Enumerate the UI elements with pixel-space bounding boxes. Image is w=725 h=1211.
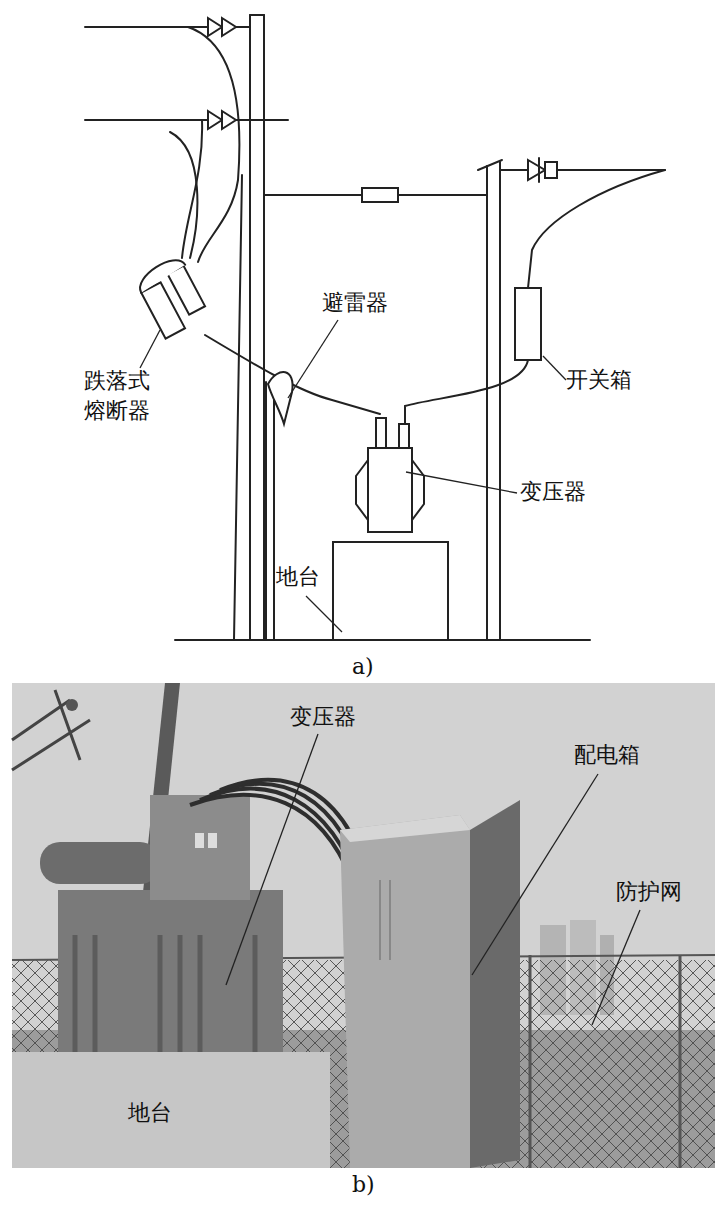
- leader-lines: [226, 734, 640, 1025]
- leader-lines: [140, 320, 566, 632]
- pole-drawing: [85, 15, 665, 640]
- part-label: 地台: [128, 1098, 172, 1128]
- subfigure-label: a): [352, 652, 374, 682]
- part-label: 配电箱: [574, 740, 640, 770]
- part-label: 变压器: [520, 477, 586, 507]
- part-label: 防护网: [616, 877, 682, 907]
- part-label: 避雷器: [322, 288, 388, 318]
- part-label: 跌落式 熔断器: [84, 366, 159, 425]
- subfigure-label: b): [352, 1170, 375, 1200]
- photo: [12, 683, 715, 1168]
- part-label: 开关箱: [566, 365, 632, 395]
- part-label: 变压器: [290, 702, 356, 732]
- part-label: 地台: [276, 562, 320, 592]
